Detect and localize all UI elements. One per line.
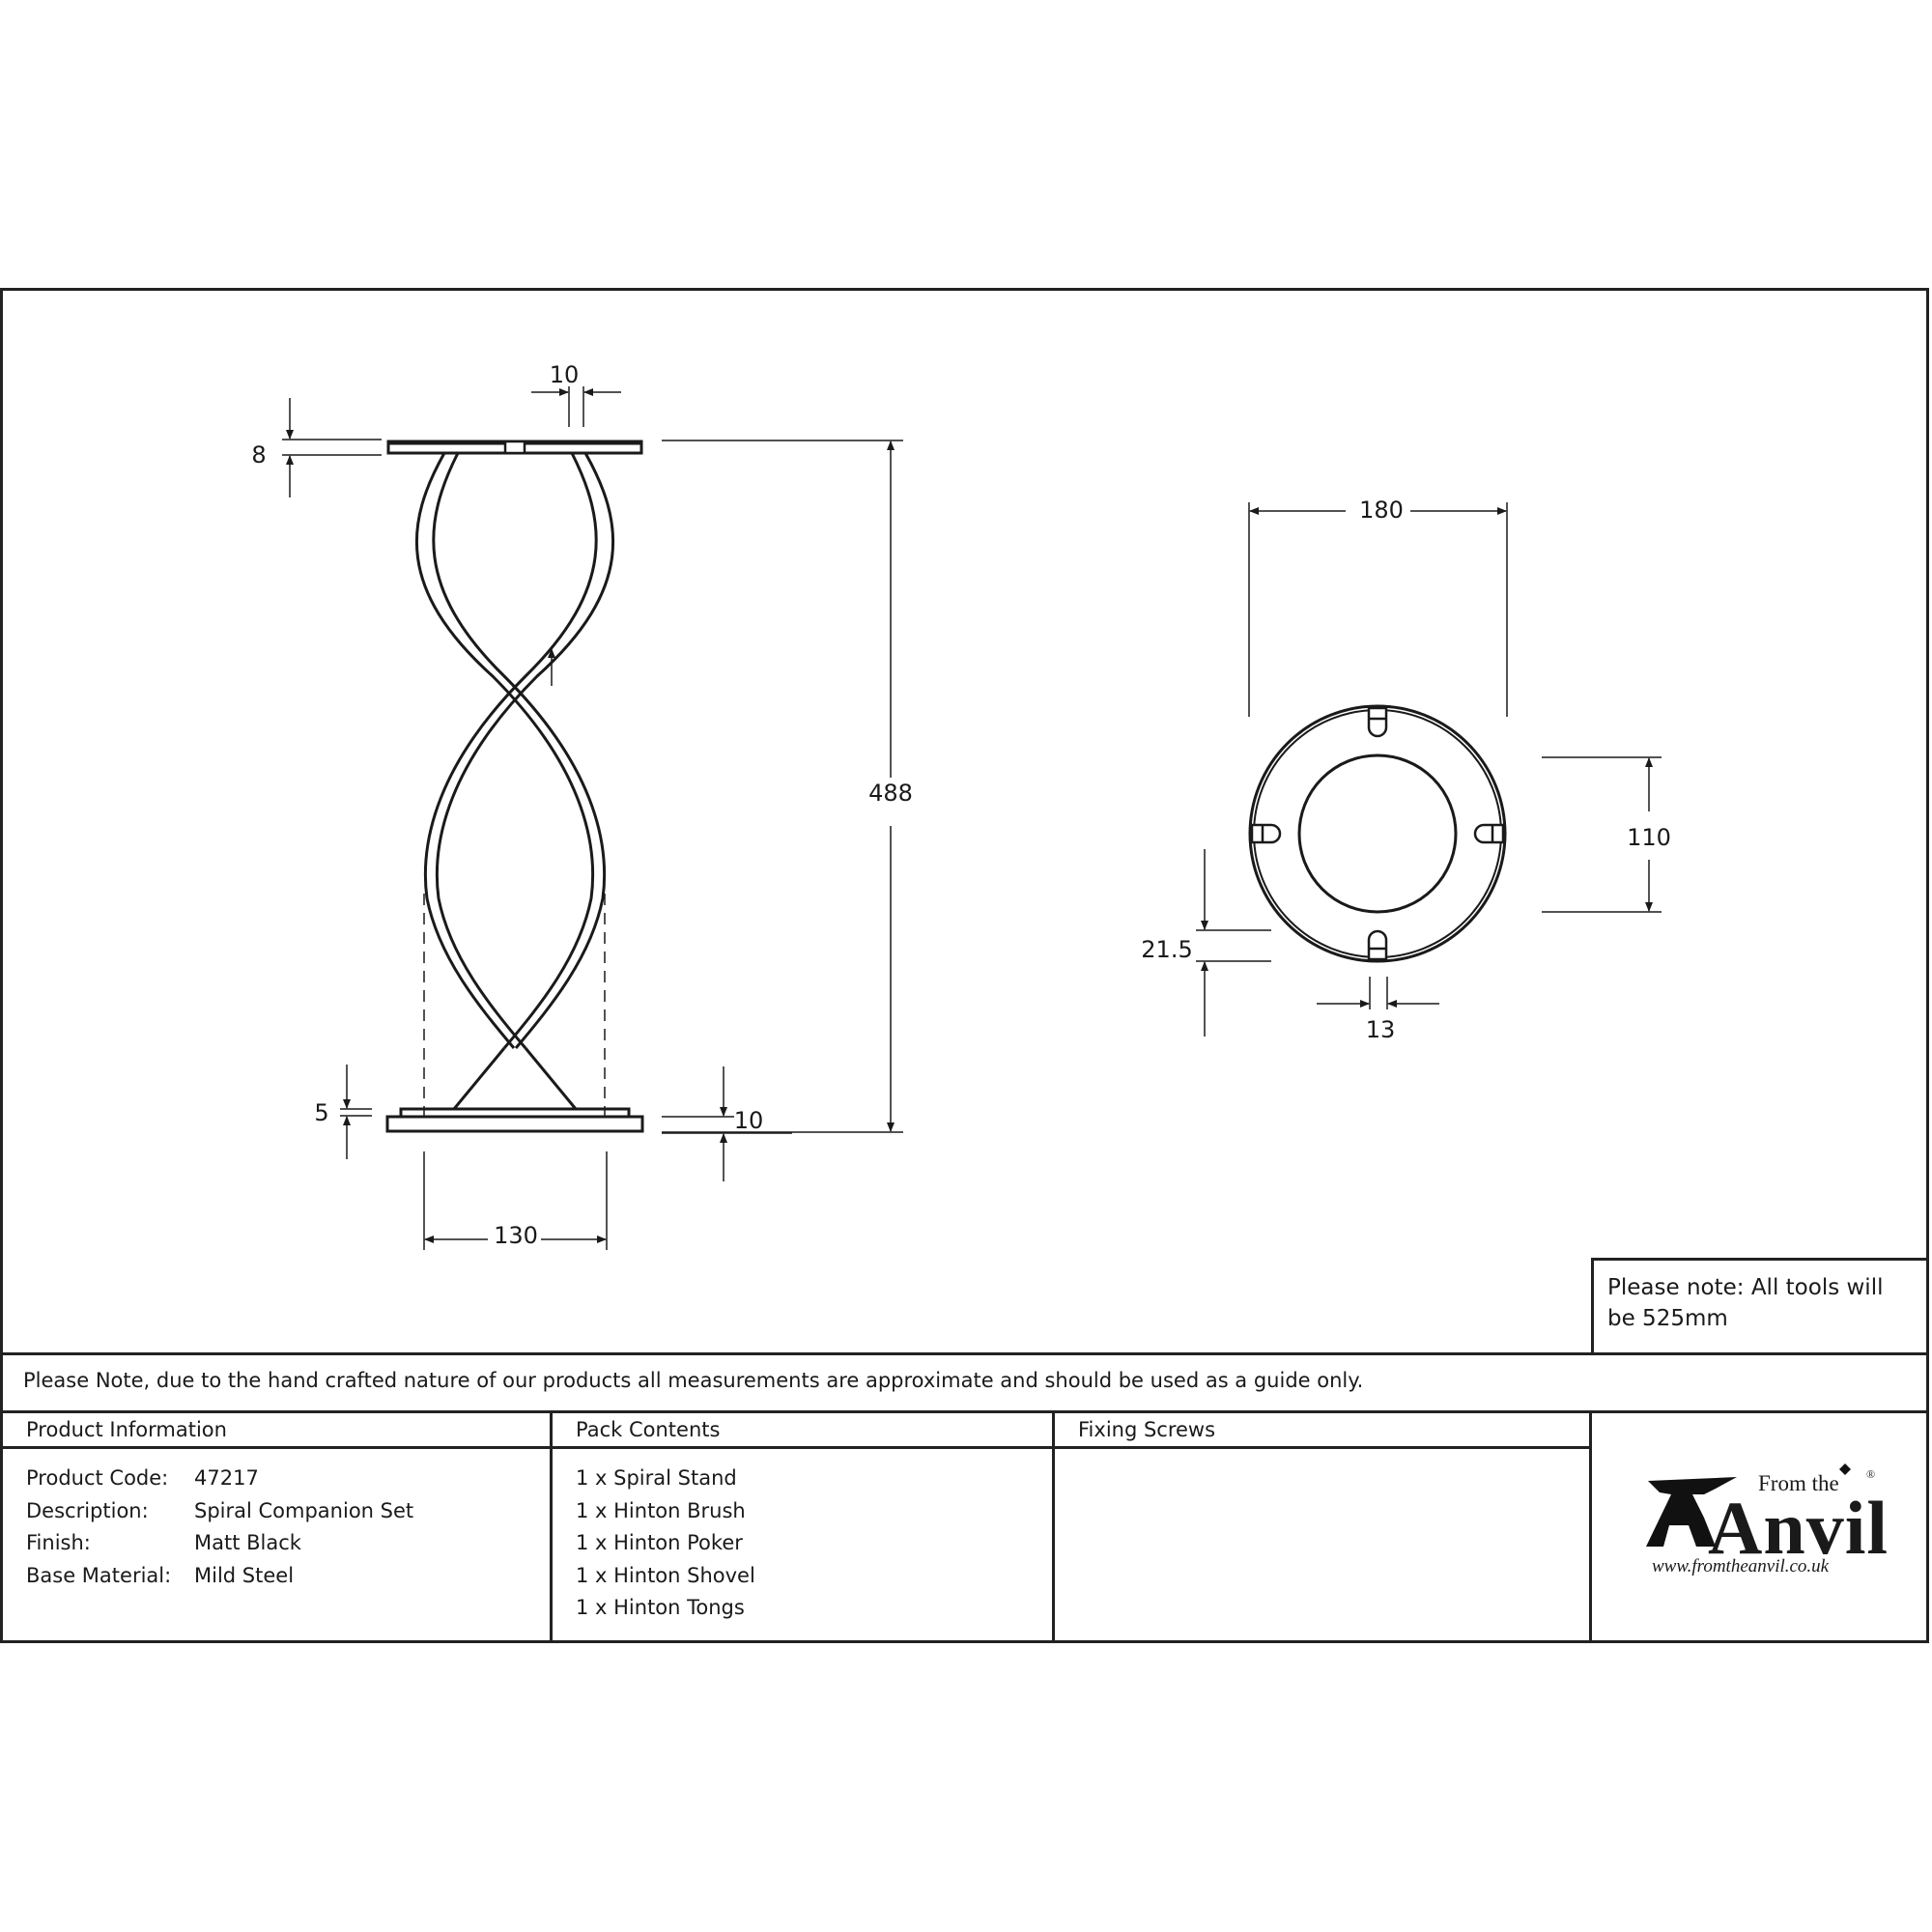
info-row-finish: Finish: Matt Black	[26, 1527, 526, 1560]
info-label: Finish:	[26, 1531, 91, 1554]
tools-length-note: Please note: All tools will be 525mm	[1591, 1258, 1929, 1355]
fixing-screws-column: Fixing Screws	[1055, 1410, 1592, 1643]
from-the-anvil-logo: From the Anvil ® www.fromtheanvil.co.uk	[1592, 1413, 1929, 1643]
info-value: Spiral Companion Set	[194, 1498, 414, 1522]
pack-item: 1 x Hinton Brush	[576, 1498, 746, 1522]
pack-contents-header: Pack Contents	[553, 1410, 1052, 1449]
dim-slot-width: 13	[1366, 1016, 1396, 1043]
fixing-screws-header: Fixing Screws	[1055, 1410, 1589, 1449]
info-value: Matt Black	[194, 1531, 301, 1554]
product-info-column: Product Information Product Code: 47217 D…	[0, 1410, 553, 1643]
logo-from-the: From the	[1758, 1471, 1839, 1495]
info-label: Description:	[26, 1498, 149, 1522]
pack-item: 1 x Spiral Stand	[576, 1466, 737, 1490]
pack-item: 1 x Hinton Poker	[576, 1531, 743, 1554]
pack-contents-column: Pack Contents 1 x Spiral Stand 1 x Hinto…	[553, 1410, 1055, 1643]
dim-base-step: 5	[314, 1099, 328, 1126]
info-row-description: Description: Spiral Companion Set	[26, 1495, 526, 1528]
product-info-header: Product Information	[3, 1410, 550, 1449]
info-table: Product Information Product Code: 47217 D…	[0, 1410, 1929, 1643]
drawing-sheet	[0, 288, 1929, 1643]
logo-url: www.fromtheanvil.co.uk	[1652, 1556, 1830, 1577]
info-value: Mild Steel	[194, 1563, 295, 1587]
logo-brand: Anvil	[1708, 1486, 1889, 1570]
side-view	[282, 386, 903, 1250]
info-value: 47217	[194, 1466, 259, 1490]
dim-base-width: 130	[494, 1222, 538, 1249]
info-row-product-code: Product Code: 47217	[26, 1463, 526, 1495]
registered-mark: ®	[1866, 1467, 1876, 1481]
dim-slot-depth: 21.5	[1141, 936, 1192, 963]
pack-item: 1 x Hinton Shovel	[576, 1563, 755, 1587]
info-row-base-material: Base Material: Mild Steel	[26, 1560, 526, 1593]
dim-top-slot-width: 10	[550, 361, 580, 388]
anvil-icon	[1646, 1463, 1851, 1547]
pack-item: 1 x Hinton Tongs	[576, 1596, 745, 1619]
dim-top-plate-thickness: 8	[251, 441, 266, 469]
info-label: Product Code:	[26, 1466, 169, 1490]
info-label: Base Material:	[26, 1563, 172, 1587]
measurement-disclaimer: Please Note, due to the hand crafted nat…	[0, 1352, 1929, 1413]
dim-inner-diameter: 110	[1627, 824, 1671, 851]
dim-base-thickness: 10	[734, 1107, 764, 1134]
dim-overall-height: 488	[868, 780, 913, 807]
dim-outer-diameter: 180	[1359, 497, 1404, 524]
top-view	[1196, 502, 1662, 1037]
